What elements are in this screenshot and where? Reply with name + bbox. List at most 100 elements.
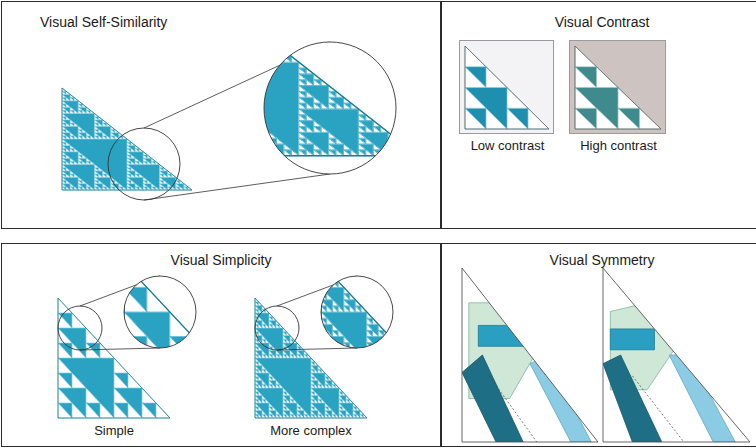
fractal-cell <box>72 343 86 358</box>
fractal-cell <box>187 56 194 62</box>
fractal-core <box>95 187 99 190</box>
fractal-core <box>413 429 419 435</box>
fractal-cell <box>255 377 259 381</box>
fractal-cell <box>321 355 327 361</box>
fractal-core <box>58 313 72 328</box>
fractal-cell <box>299 91 306 97</box>
fractal-cell <box>401 355 407 361</box>
magnified-view <box>124 263 307 448</box>
fractal-cell <box>273 407 277 411</box>
fractal-cell <box>78 129 82 132</box>
fractal-core <box>344 150 351 156</box>
fractal-cell <box>254 144 261 150</box>
fractal-cell <box>99 168 103 171</box>
fractal-cell <box>78 110 82 113</box>
fractal-cell <box>62 184 66 187</box>
fractal-cell <box>254 27 261 33</box>
fractal-cell <box>321 410 327 416</box>
fractal-cell <box>262 381 266 385</box>
fractal-cell <box>283 339 287 343</box>
fractal-cell <box>339 411 343 415</box>
fractal-cell <box>217 56 224 62</box>
fractal-core <box>62 174 66 177</box>
fractal-cell <box>332 306 338 312</box>
fractal-core <box>95 129 99 132</box>
fractal-core <box>321 367 327 373</box>
fractal-cell <box>147 180 151 183</box>
fractal-cell <box>202 150 209 156</box>
fractal-cell <box>216 410 239 435</box>
fractal-core <box>321 287 344 312</box>
fractal-core <box>239 27 254 39</box>
fractal-cell <box>180 62 187 68</box>
fractal-core <box>127 161 131 164</box>
fractal-cell <box>266 324 270 328</box>
band-shape <box>669 355 735 442</box>
fractal-core <box>255 343 269 358</box>
fractal-cell <box>336 103 343 109</box>
fractal-core <box>209 56 216 62</box>
fractal-cell <box>62 174 66 177</box>
fractal-cell <box>378 349 384 355</box>
fractal-cell <box>62 107 66 110</box>
fractal-cell <box>124 337 147 362</box>
fractal-cell <box>314 121 321 127</box>
fractal-cell <box>95 120 99 123</box>
fractal-core <box>325 407 329 411</box>
fractal-core <box>209 50 224 62</box>
fractal-cell <box>338 306 344 312</box>
fractal-cell <box>224 97 231 103</box>
fractal-core <box>95 184 103 190</box>
fractal-core <box>86 110 90 113</box>
fractal-cell <box>332 373 338 379</box>
fractal-cell <box>321 312 327 318</box>
fractal-core <box>283 336 290 344</box>
fractal-core <box>297 414 301 418</box>
fractal-core <box>160 168 164 171</box>
fractal-core <box>127 177 143 190</box>
fractal-core <box>180 39 210 62</box>
fractal-core <box>367 355 373 361</box>
triangle-outline <box>62 88 192 190</box>
fractal-core <box>209 10 216 16</box>
fractal-core <box>78 184 86 190</box>
label-holder: More complex <box>221 423 401 439</box>
fractal-cell <box>103 136 107 139</box>
fractal-cell <box>321 392 327 398</box>
fractal-cell <box>269 381 273 385</box>
fractal-cell <box>353 407 357 411</box>
symmetry-bands <box>603 303 735 442</box>
fractal-cell <box>195 33 202 39</box>
fractal-core <box>321 337 344 362</box>
fractal-cell <box>321 361 327 367</box>
fractal-cell <box>247 150 254 156</box>
fractal-cell <box>62 171 66 174</box>
fractal-cell <box>269 384 273 388</box>
fractal-core <box>78 180 82 183</box>
fractal-cell <box>180 132 187 138</box>
fractal-cell <box>327 355 333 361</box>
fractal-cell <box>269 317 273 321</box>
fractal-core <box>358 126 365 132</box>
fractal-core <box>103 187 107 190</box>
fractal-core <box>378 330 384 336</box>
fractal-core <box>95 136 99 139</box>
fractal-cell <box>373 126 380 132</box>
fractal-cell <box>254 50 261 56</box>
fractal-core <box>269 351 276 359</box>
fractal-cell <box>180 50 187 56</box>
fractal-cell <box>343 407 347 411</box>
fractal-core <box>58 358 114 418</box>
fractal-core <box>180 33 187 39</box>
fractal-core <box>262 414 266 418</box>
band-shape <box>603 355 662 442</box>
fractal-core <box>358 115 365 121</box>
fractal-cell <box>318 399 322 403</box>
fractal-cell <box>358 138 365 144</box>
fractal-core <box>318 399 322 403</box>
fractal-cell <box>321 263 327 269</box>
fractal-cell <box>283 399 287 403</box>
fractal-cell <box>327 367 333 373</box>
fractal-core <box>311 388 339 418</box>
